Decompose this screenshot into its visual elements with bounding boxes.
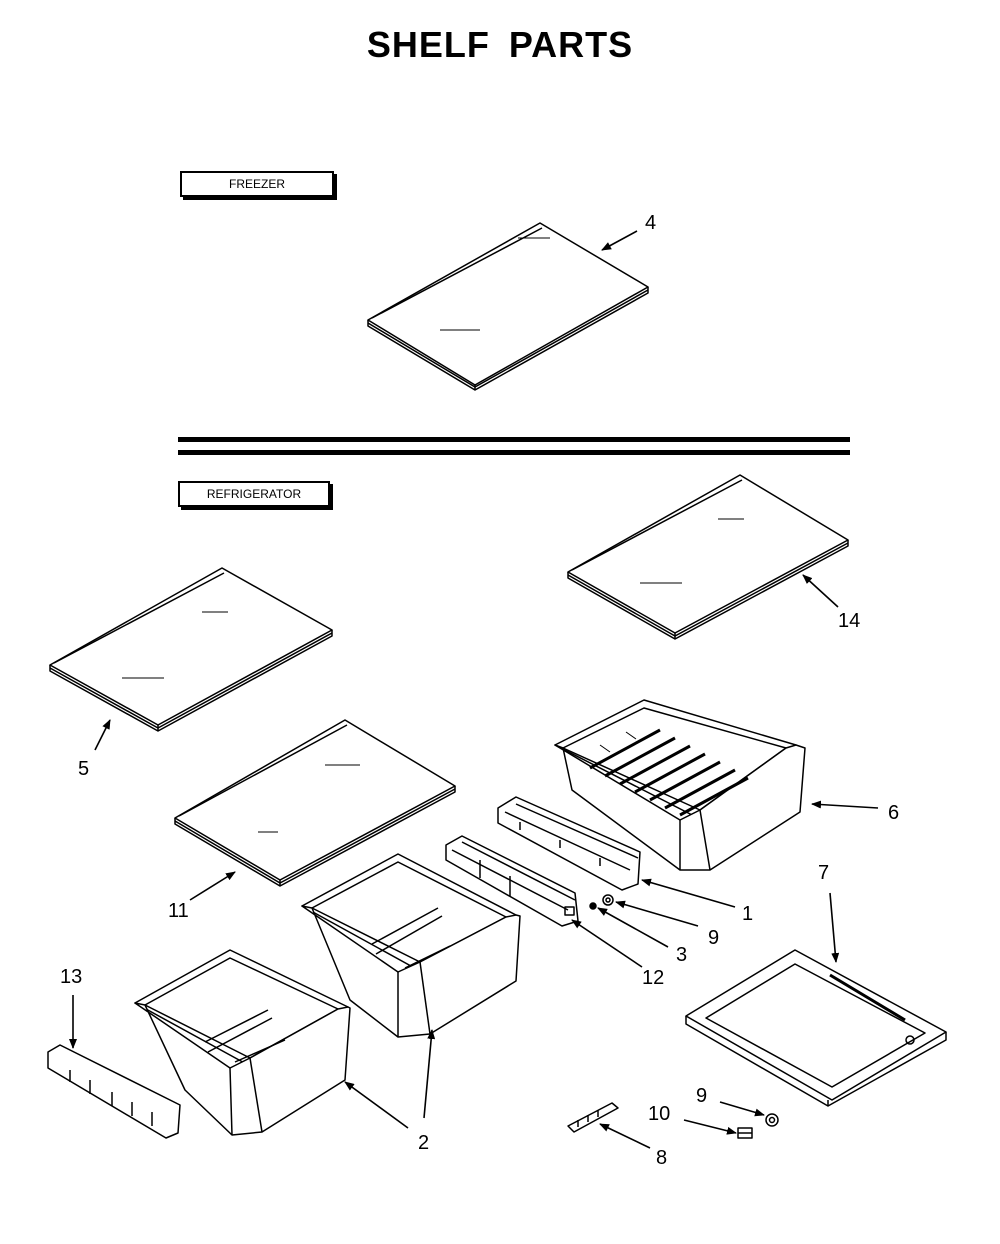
- callout-3: 3: [676, 944, 688, 966]
- part-10-screw: [737, 1127, 753, 1139]
- part-8-bracket: [567, 1102, 619, 1133]
- freezer-section-label: FREEZER: [180, 171, 334, 197]
- callout-8: 8: [656, 1147, 668, 1169]
- part-11-refrigerator-shelf: [174, 719, 456, 887]
- callout-2: 2: [418, 1132, 430, 1154]
- callout-4: 4: [645, 212, 657, 234]
- part-2-crisper-drawer-middle: [301, 853, 521, 1038]
- part-9-washer: [602, 894, 614, 906]
- leader-6: [811, 800, 879, 809]
- leader-9-upper: [615, 900, 699, 927]
- leader-10: [683, 1119, 737, 1135]
- callout-7: 7: [818, 862, 830, 884]
- section-divider: [178, 437, 850, 455]
- leader-11: [189, 871, 236, 901]
- callout-1: 1: [742, 903, 754, 925]
- leader-3: [597, 907, 669, 948]
- callout-14: 14: [838, 610, 861, 632]
- callout-5: 5: [78, 758, 90, 780]
- leader-4: [601, 230, 638, 251]
- page-title: SHELF PARTS: [366, 24, 634, 65]
- part-4-freezer-shelf: [367, 222, 649, 391]
- leader-14: [802, 574, 839, 608]
- part-2-crisper-drawer-left: [134, 949, 351, 1136]
- leader-9-lower: [719, 1101, 765, 1117]
- leader-12: [571, 919, 643, 968]
- leader-8: [599, 1123, 651, 1149]
- refrigerator-section-label: REFRIGERATOR: [178, 481, 330, 507]
- callout-10: 10: [648, 1103, 671, 1125]
- callout-leaders: [69, 230, 879, 1149]
- part-9-washer-lower: [765, 1113, 779, 1127]
- callout-13: 13: [60, 966, 83, 988]
- part-6-crisper-drawer: [554, 699, 806, 871]
- callout-9-lower: 9: [696, 1085, 708, 1107]
- part-3-screw: [589, 902, 597, 910]
- leader-2-middle: [423, 1029, 436, 1119]
- leader-2-left: [344, 1081, 409, 1129]
- leader-1: [641, 878, 736, 908]
- part-13-drawer-rail: [47, 1044, 181, 1139]
- part-7-crisper-cover: [685, 949, 947, 1107]
- leader-7: [829, 892, 840, 963]
- part-1-drawer-slide: [497, 796, 641, 891]
- callout-12: 12: [642, 967, 665, 989]
- callout-6: 6: [888, 802, 900, 824]
- leader-5: [94, 719, 111, 751]
- callout-11: 11: [168, 900, 189, 922]
- part-5-refrigerator-shelf: [49, 567, 333, 732]
- callout-9-upper: 9: [708, 927, 720, 949]
- part-14-refrigerator-shelf: [567, 474, 849, 640]
